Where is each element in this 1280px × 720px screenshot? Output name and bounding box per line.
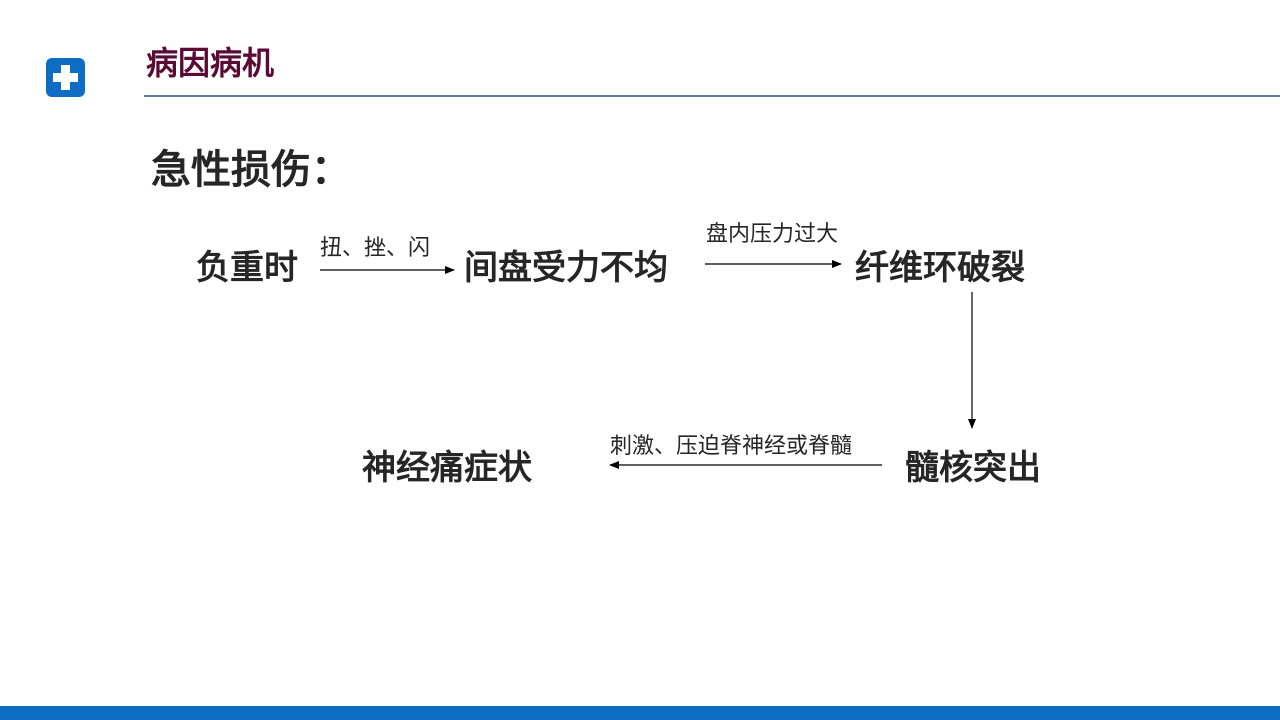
title-divider — [144, 95, 1280, 97]
flow-node-annulus-rupture: 纤维环破裂 — [855, 248, 1025, 288]
page-title: 病因病机 — [146, 44, 275, 82]
edge-label-twist-sprain: 扭、挫、闪 — [320, 236, 431, 261]
flow-node-load-bearing: 负重时 — [196, 248, 298, 288]
flow-node-nucleus-protrusion: 髓核突出 — [905, 448, 1041, 488]
edge-label-nerve-compression: 刺激、压迫脊神经或脊髓 — [610, 434, 853, 459]
edge-label-excess-pressure: 盘内压力过大 — [706, 222, 839, 247]
section-subtitle: 急性损伤： — [151, 147, 351, 193]
footer-bar — [0, 706, 1280, 720]
medical-plus-icon — [46, 58, 85, 97]
flow-node-uneven-disc-force: 间盘受力不均 — [464, 248, 668, 288]
flow-node-neuralgia-symptoms: 神经痛症状 — [362, 448, 532, 488]
